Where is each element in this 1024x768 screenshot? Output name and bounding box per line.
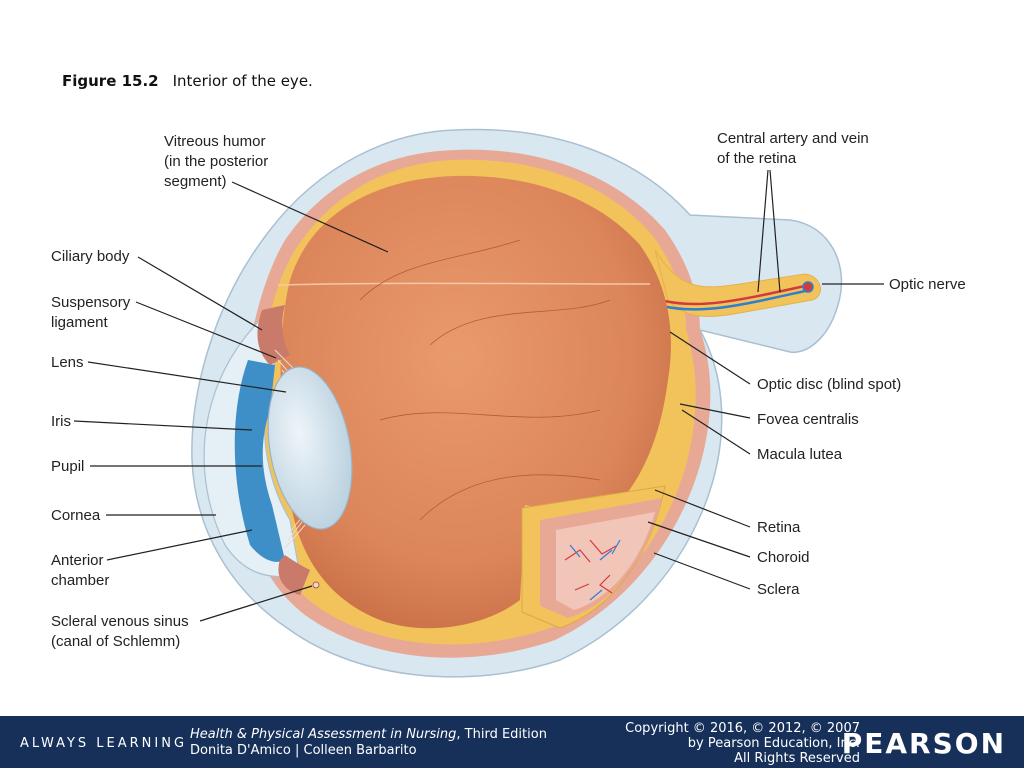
copyright-notice: Copyright © 2016, © 2012, © 2007 by Pear… [625,721,860,766]
label-sclera: Sclera [757,581,800,598]
label-central-artery-vein: Central artery and vein of the retina [717,130,873,167]
leader-central-vein [769,169,781,293]
figure-title: Interior of the eye. [172,72,313,90]
figure-caption: Figure 15.2 Interior of the eye. [62,72,313,90]
book-title: Health & Physical Assessment in Nursing [190,727,457,742]
copyright-line-3: All Rights Reserved [734,751,860,766]
leader-choroid [647,521,751,558]
book-info: Health & Physical Assessment in Nursing,… [190,727,547,759]
label-fovea-centralis: Fovea centralis [757,411,859,428]
leader-optic-disc [669,331,751,385]
book-authors: Donita D'Amico | Colleen Barbarito [190,743,417,758]
copyright-line-2: by Pearson Education, Inc. [687,736,860,751]
label-scleral-venous-sinus: Scleral venous sinus (canal of Schlemm) [51,613,193,650]
leader-central-artery [757,169,769,293]
footer-bar: ALWAYS LEARNING Health & Physical Assess… [0,716,1024,768]
label-optic-nerve: Optic nerve [889,276,966,293]
label-anterior-chamber: Anterior chamber [51,552,109,589]
iris [234,360,285,562]
leader-iris [73,420,253,431]
leader-anterior [106,529,253,561]
leader-scleral [199,585,313,622]
label-choroid: Choroid [757,549,810,566]
eye-diagram: Vitreous humor (in the posterior segment… [51,128,966,678]
label-ciliary-body: Ciliary body [51,248,130,265]
wall-cutaway [521,485,666,629]
footer-tagline: ALWAYS LEARNING [20,736,188,751]
leader-lines [73,169,884,622]
leader-lens [87,361,287,393]
pearson-logo: PEARSON [841,727,1006,760]
ciliary-body [257,305,310,595]
label-cornea: Cornea [51,507,101,524]
label-pupil: Pupil [51,458,84,475]
label-macula-lutea: Macula lutea [757,446,843,463]
labels: Vitreous humor (in the posterior segment… [51,130,966,650]
book-edition: , Third Edition [456,727,547,742]
leader-retina [654,489,751,528]
label-suspensory-ligament: Suspensory ligament [51,294,134,331]
label-optic-disc: Optic disc (blind spot) [757,376,901,393]
leader-fovea [679,403,751,419]
leader-macula [681,409,751,455]
leader-suspensory [135,301,277,359]
label-lens: Lens [51,354,84,371]
leader-vitreous [231,181,389,253]
leader-sclera [653,552,751,590]
scleral-venous-sinus [312,581,320,589]
label-retina: Retina [757,519,801,536]
copyright-line-1: Copyright © 2016, © 2012, © 2007 [625,721,860,736]
optic-nerve [654,249,821,317]
lens [267,366,353,530]
leader-ciliary [137,256,263,331]
figure-number: Figure 15.2 [62,72,159,90]
vitreous-body [277,175,671,629]
label-vitreous-humor: Vitreous humor (in the posterior segment… [164,133,272,190]
label-iris: Iris [51,413,71,430]
